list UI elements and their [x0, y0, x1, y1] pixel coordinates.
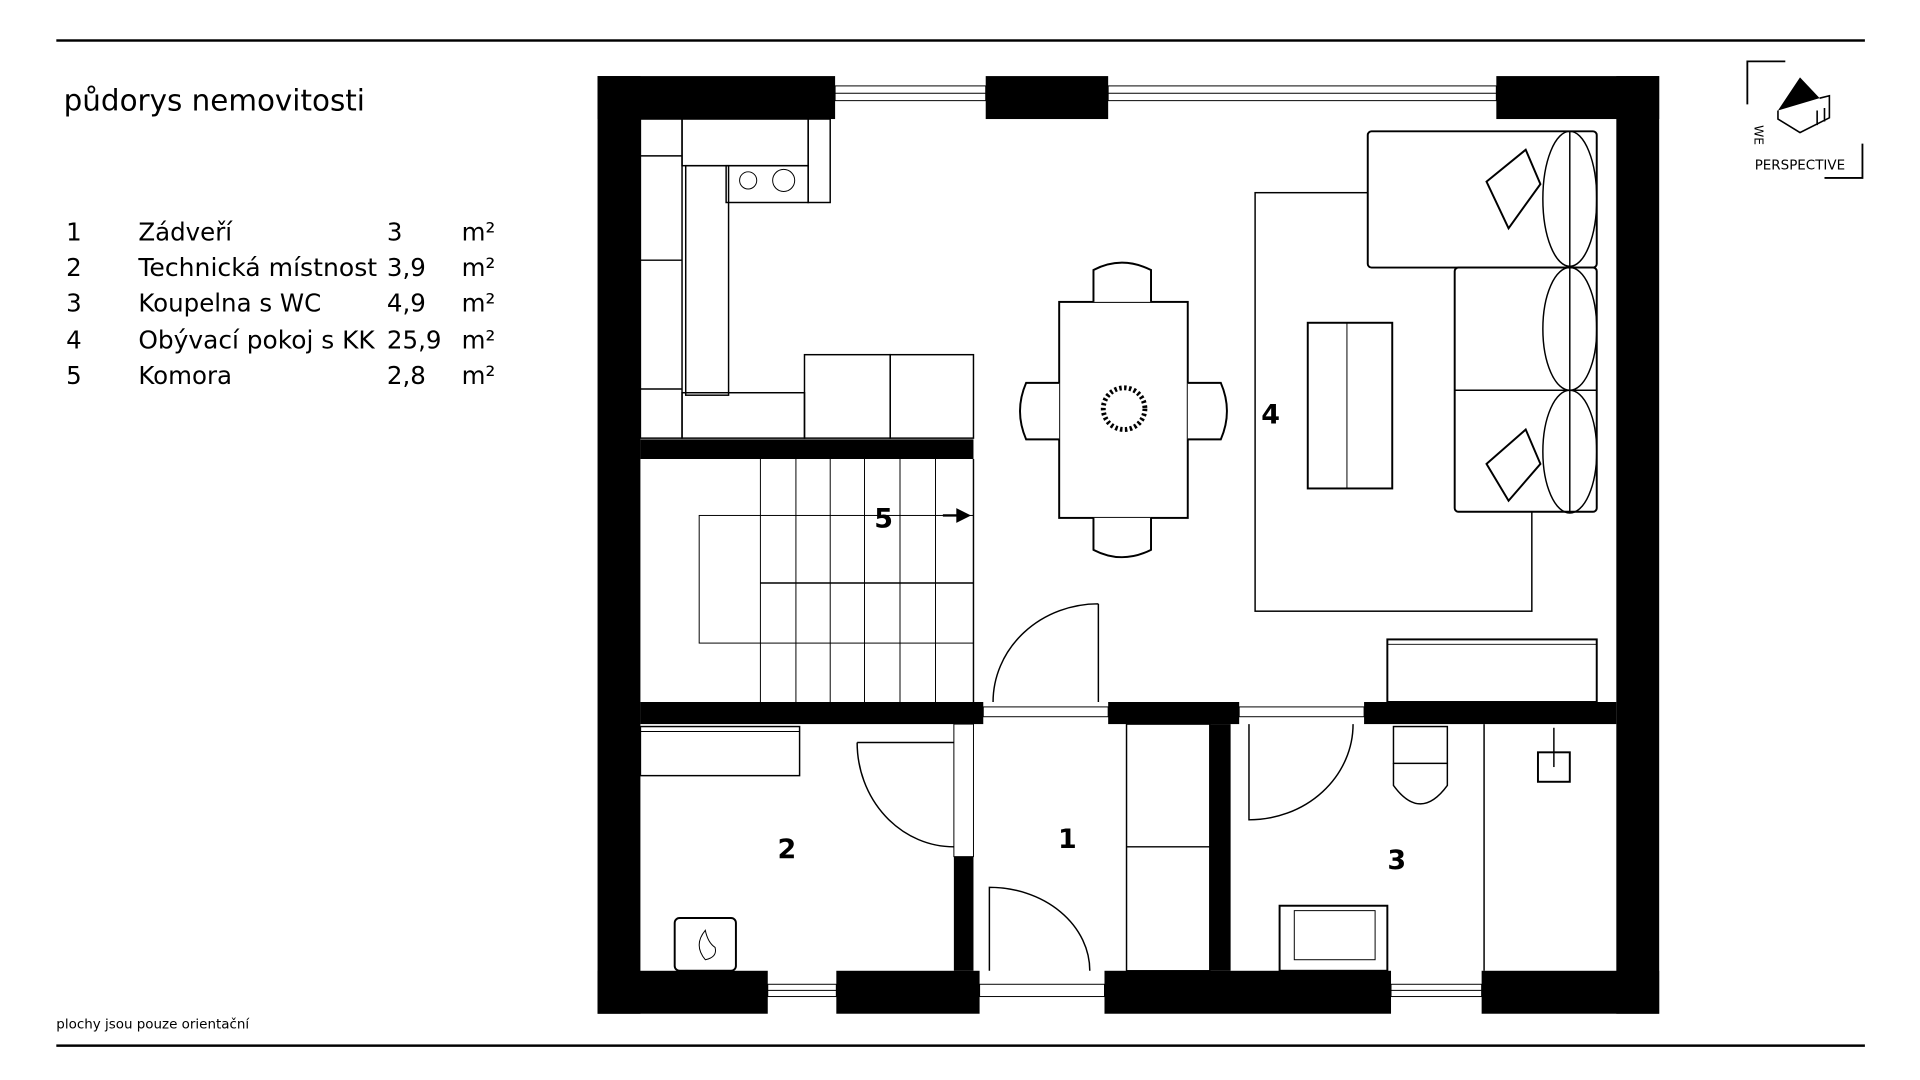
legend-name: Technická místnost — [137, 253, 377, 282]
legend-unit: m² — [462, 253, 496, 282]
toilet-icon — [1392, 763, 1449, 805]
dining-set — [1019, 261, 1228, 559]
room-label-1: 1 — [1058, 824, 1077, 855]
door-living — [992, 603, 1100, 703]
logo-text-perspective: PERSPECTIVE — [1755, 157, 1845, 173]
bottom-rule — [56, 1044, 1865, 1047]
chair-icon — [1019, 381, 1060, 441]
coffee-table — [1306, 321, 1394, 490]
toilet-tank — [1392, 725, 1449, 765]
staircase — [698, 459, 974, 702]
legend-area: 4,9 — [387, 289, 426, 318]
pillow-icon — [1485, 427, 1542, 503]
legend-unit: m² — [462, 326, 496, 355]
stove-burner-icon — [739, 171, 758, 190]
legend-area: 25,9 — [387, 326, 442, 355]
room-label-3: 3 — [1387, 845, 1406, 876]
door-technical — [856, 741, 954, 848]
legend-num: 4 — [66, 326, 82, 355]
legend-num: 1 — [66, 218, 82, 247]
centerpiece-icon — [1100, 385, 1148, 432]
legend-area: 3 — [387, 218, 403, 247]
door-bathroom — [1248, 724, 1354, 821]
legend-row: 4 Obývací pokoj s KK 25,9 m² — [66, 326, 495, 355]
legend-unit: m² — [462, 289, 496, 318]
chair-icon — [1092, 517, 1152, 559]
doors — [856, 603, 1354, 971]
living-furniture — [1254, 130, 1598, 703]
sofa-icon — [1366, 130, 1598, 514]
legend-row: 3 Koupelna s WC 4,9 m² — [66, 289, 495, 318]
page-title: půdorys nemovitosti — [64, 83, 365, 117]
house-icon — [1777, 77, 1820, 111]
legend-unit: m² — [462, 218, 496, 247]
legend-row: 1 Zádveří 3 m² — [66, 218, 495, 247]
chair-icon — [1187, 381, 1228, 441]
legend-num: 2 — [66, 253, 82, 282]
tv-bench — [1386, 638, 1598, 703]
room-legend: 1 Zádveří 3 m² 2 Technická místnost 3,9 … — [66, 218, 495, 391]
legend-row: 2 Technická místnost 3,9 m² — [66, 253, 495, 282]
room-label-4: 4 — [1261, 399, 1280, 430]
arrow-right-icon — [956, 508, 972, 523]
disclaimer-note: plochy jsou pouze orientační — [56, 1016, 250, 1032]
room-label-5: 5 — [874, 504, 893, 535]
boiler-icon — [673, 917, 737, 972]
legend-name: Obývací pokoj s KK — [138, 326, 375, 355]
walls — [597, 76, 1660, 1014]
legend-unit: m² — [462, 361, 496, 390]
flame-icon — [698, 929, 716, 961]
door-entrance — [988, 886, 1091, 971]
logo-text-we: WE — [1752, 125, 1766, 145]
floor-plan: 4 5 2 1 3 — [597, 76, 1660, 1014]
pillow-icon — [1485, 148, 1542, 231]
kitchen-units — [639, 118, 975, 439]
we-perspective-logo: WE PERSPECTIVE — [1746, 60, 1864, 179]
legend-area: 3,9 — [387, 253, 426, 282]
legend-area: 2,8 — [387, 361, 426, 390]
fixtures — [639, 723, 1571, 972]
shelf — [639, 725, 801, 777]
washing-machine — [1278, 904, 1389, 972]
legend-row: 5 Komora 2,8 m² — [66, 361, 495, 390]
legend-num: 5 — [66, 361, 82, 390]
room-label-2: 2 — [778, 834, 797, 865]
legend-name: Koupelna s WC — [138, 289, 321, 318]
chair-icon — [1092, 261, 1152, 302]
legend-name: Zádveří — [138, 218, 233, 247]
top-rule — [56, 39, 1865, 42]
stove-burner-icon — [772, 168, 796, 192]
legend-name: Komora — [138, 361, 232, 390]
legend-num: 3 — [66, 289, 82, 318]
